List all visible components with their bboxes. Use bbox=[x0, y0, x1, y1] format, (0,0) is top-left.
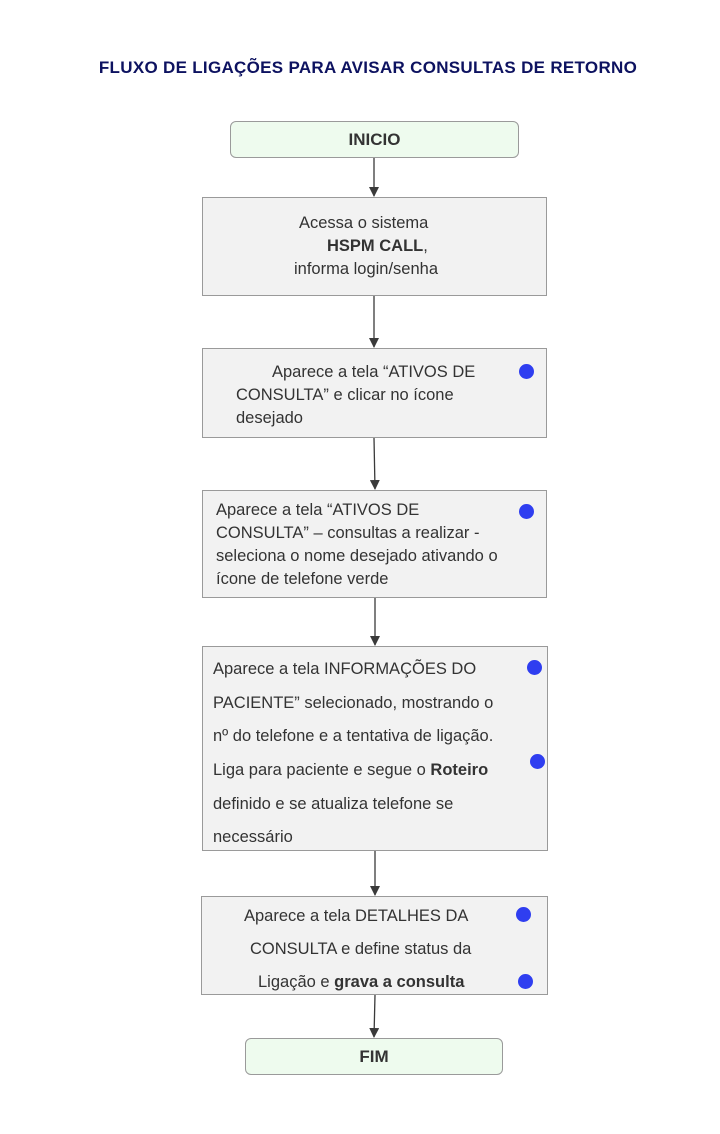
step-2-line-3: desejado bbox=[236, 409, 303, 428]
step-4-line-6: necessário bbox=[213, 828, 293, 847]
step-4-marker-dot-2 bbox=[530, 754, 545, 769]
step-1-line-3: informa login/senha bbox=[294, 260, 438, 279]
step-1-box: Acessa o sistema HSPM CALL, informa logi… bbox=[202, 197, 547, 296]
step-5-box: Aparece a tela DETALHES DA CONSULTA e de… bbox=[201, 896, 548, 995]
step-1-line-1: Acessa o sistema bbox=[299, 214, 428, 233]
step-2-line-2: CONSULTA” e clicar no ícone bbox=[236, 386, 454, 405]
step-4-line-1: Aparece a tela INFORMAÇÕES DO bbox=[213, 660, 476, 679]
step-5-line-2: CONSULTA e define status da bbox=[250, 940, 471, 959]
step-2-line-1: Aparece a tela “ATIVOS DE bbox=[272, 363, 475, 382]
step-text: PACIENTE” selecionado, mostrando o bbox=[213, 694, 494, 712]
step-text: Ligação e bbox=[258, 973, 335, 991]
step-text: Roteiro bbox=[430, 761, 489, 779]
step-3-box: Aparece a tela “ATIVOS DE CONSULTA” – co… bbox=[202, 490, 547, 598]
step-4-box: Aparece a tela INFORMAÇÕES DO PACIENTE” … bbox=[202, 646, 548, 851]
step-text: definido e se atualiza telefone se bbox=[213, 795, 454, 813]
step-text: Liga para paciente e segue o bbox=[213, 761, 431, 779]
step-2-box: Aparece a tela “ATIVOS DE CONSULTA” e cl… bbox=[202, 348, 547, 438]
step-text: , bbox=[423, 237, 428, 255]
step-5-marker-dot-2 bbox=[518, 974, 533, 989]
step-1-line-2: HSPM CALL, bbox=[327, 237, 428, 256]
step-text: Aparece a tela DETALHES DA bbox=[244, 907, 469, 925]
step-4-line-5: definido e se atualiza telefone se bbox=[213, 795, 453, 814]
step-text: CONSULTA” e clicar no ícone bbox=[236, 386, 454, 404]
step-text: CONSULTA e define status da bbox=[250, 940, 472, 958]
arrow-6 bbox=[369, 994, 380, 1038]
step-2-marker-dot bbox=[519, 364, 534, 379]
step-3-line-4: ícone de telefone verde bbox=[216, 570, 388, 589]
step-text: CONSULTA” – consultas a realizar - bbox=[216, 524, 480, 542]
step-5-line-1: Aparece a tela DETALHES DA bbox=[244, 907, 468, 926]
step-text: informa login/senha bbox=[294, 260, 439, 278]
step-text: desejado bbox=[236, 409, 303, 427]
step-3-marker-dot bbox=[519, 504, 534, 519]
step-text: Aparece a tela “ATIVOS DE bbox=[216, 501, 420, 519]
step-text: nº do telefone e a tentativa de ligação. bbox=[213, 727, 494, 745]
step-5-marker-dot-1 bbox=[516, 907, 531, 922]
step-text: HSPM CALL bbox=[327, 237, 424, 255]
step-4-line-4: Liga para paciente e segue o Roteiro bbox=[213, 761, 488, 780]
step-text: Aparece a tela INFORMAÇÕES DO bbox=[213, 660, 477, 678]
step-4-line-3: nº do telefone e a tentativa de ligação. bbox=[213, 727, 493, 746]
step-4-line-2: PACIENTE” selecionado, mostrando o bbox=[213, 694, 493, 713]
step-text: necessário bbox=[213, 828, 293, 846]
end-label: FIM bbox=[359, 1046, 389, 1066]
step-4-marker-dot-1 bbox=[527, 660, 542, 675]
start-label: INICIO bbox=[348, 129, 401, 149]
step-text: ícone de telefone verde bbox=[216, 570, 389, 588]
arrow-3 bbox=[369, 437, 380, 490]
step-text: Aparece a tela “ATIVOS DE bbox=[272, 363, 476, 381]
step-3-line-1: Aparece a tela “ATIVOS DE bbox=[216, 501, 419, 520]
step-5-line-3: Ligação e grava a consulta bbox=[258, 973, 464, 992]
step-3-line-3: seleciona o nome desejado ativando o bbox=[216, 547, 498, 566]
step-text: seleciona o nome desejado ativando o bbox=[216, 547, 498, 565]
step-text: grava a consulta bbox=[334, 973, 465, 991]
step-text: Acessa o sistema bbox=[299, 214, 429, 232]
start-terminal: INICIO bbox=[230, 121, 519, 158]
step-3-line-2: CONSULTA” – consultas a realizar - bbox=[216, 524, 479, 543]
diagram-title: FLUXO DE LIGAÇÕES PARA AVISAR CONSULTAS … bbox=[98, 58, 638, 77]
end-terminal: FIM bbox=[245, 1038, 503, 1075]
